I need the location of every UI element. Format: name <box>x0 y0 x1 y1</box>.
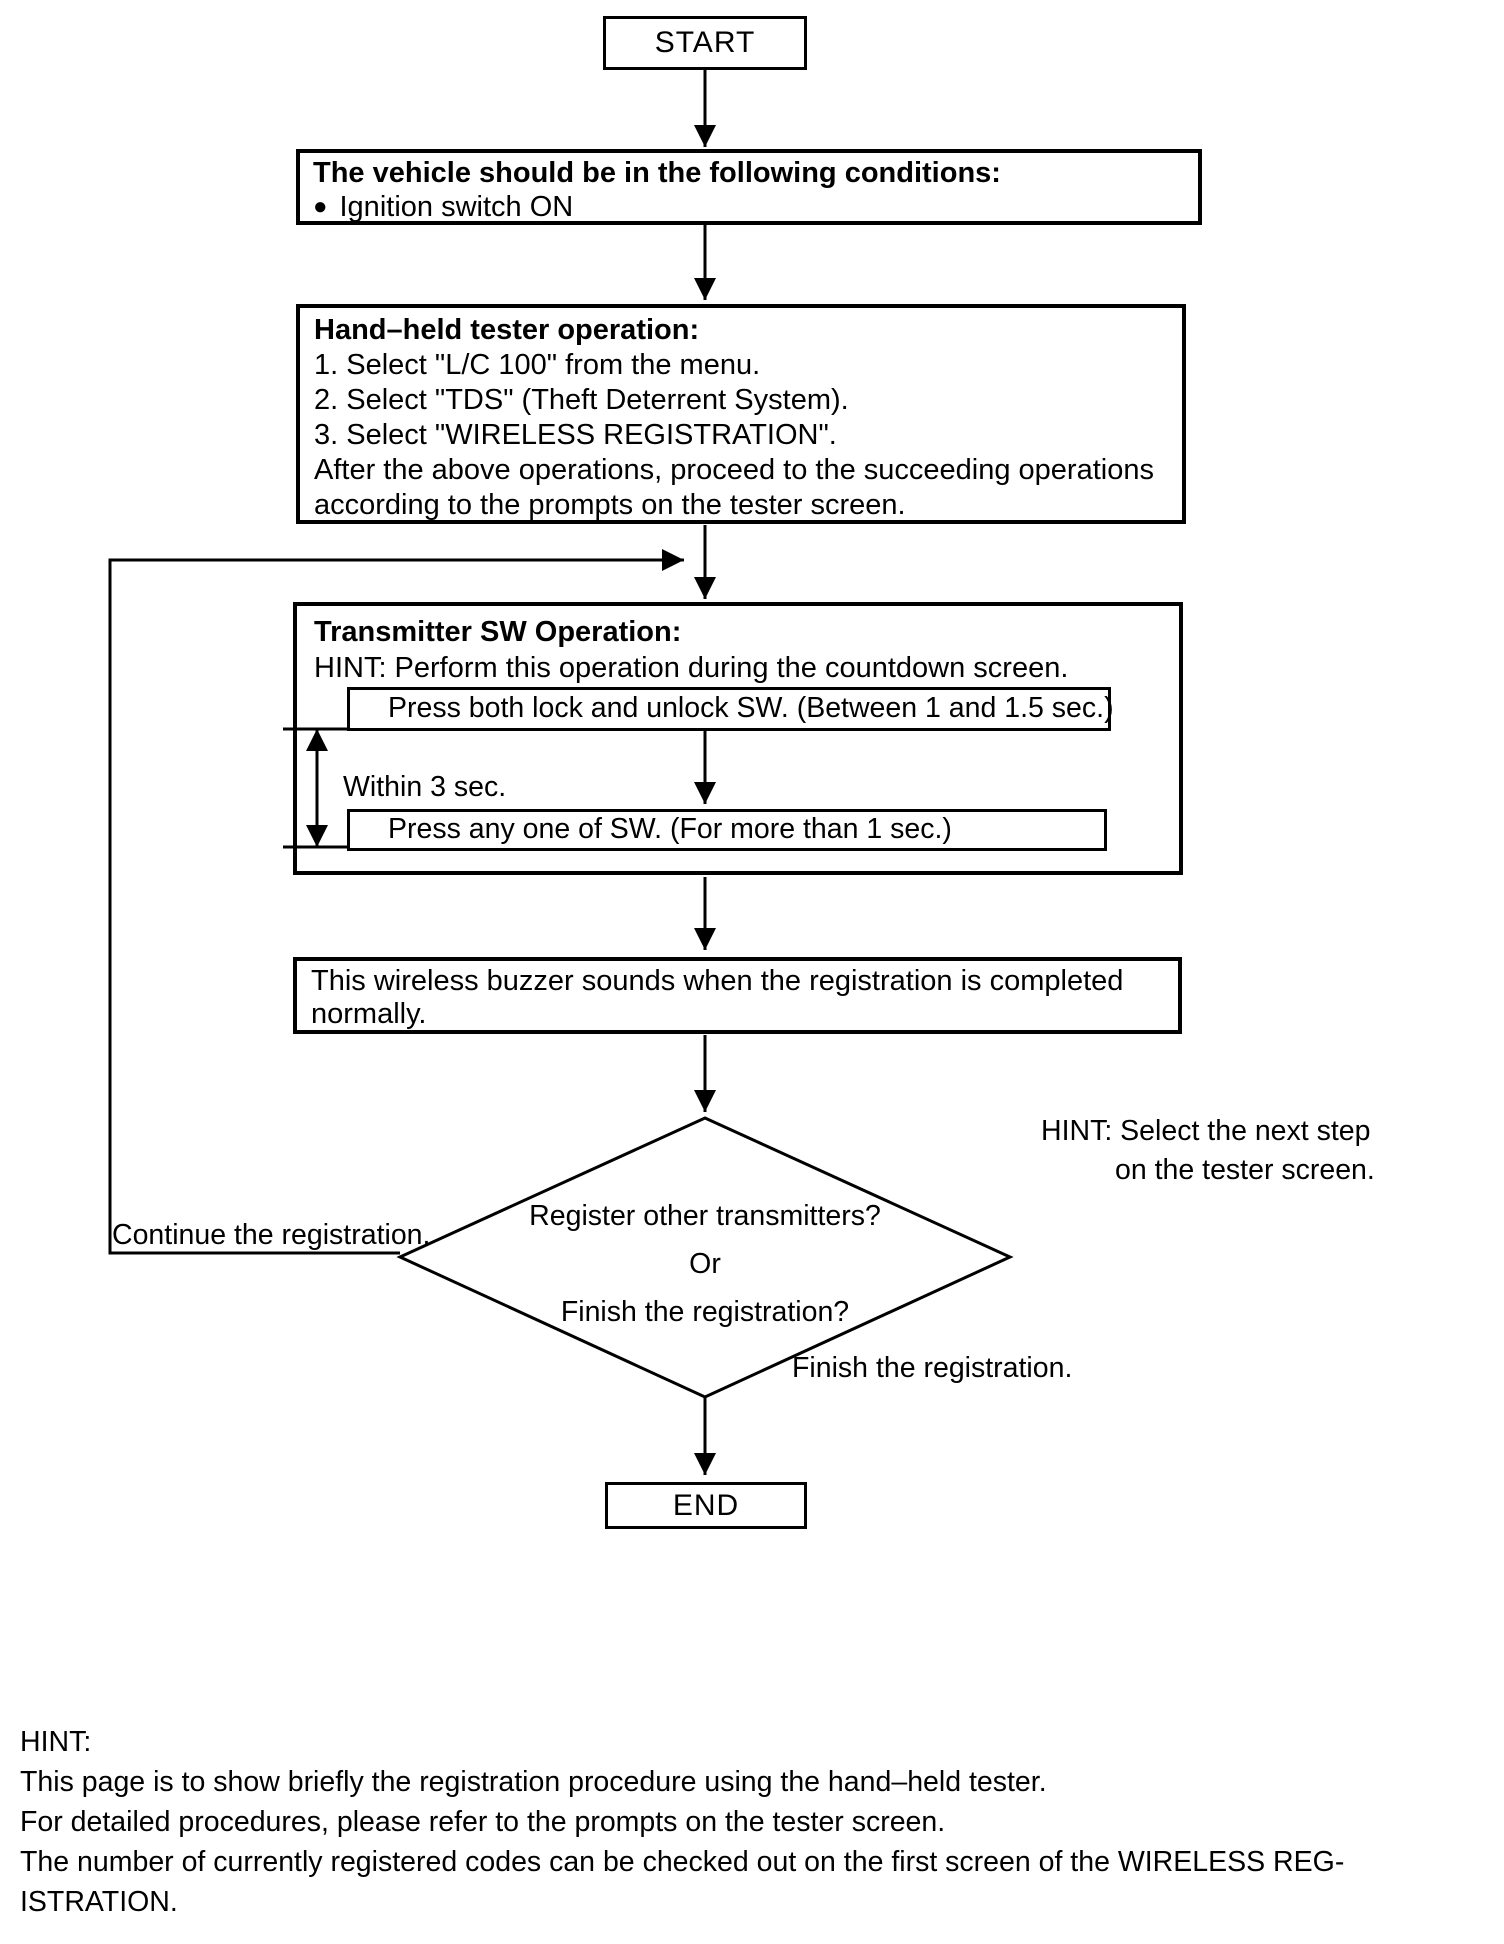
vehicle-conditions-item-text: Ignition switch ON <box>339 191 574 223</box>
decision-line-2: Or <box>689 1248 721 1280</box>
buzzer-note-line-1: This wireless buzzer sounds when the reg… <box>311 965 1124 997</box>
tester-operation-step-3: 3. Select "WIRELESS REGISTRATION". <box>314 419 837 451</box>
within-3-sec-label: Within 3 sec. <box>343 771 506 804</box>
within-3-sec-text: Within 3 sec. <box>343 771 507 803</box>
buzzer-note-line-2: normally. <box>311 998 427 1030</box>
press-both-sw-box: Press both lock and unlock SW. (Between … <box>347 687 1114 731</box>
tester-operation-title: Hand–held tester operation: <box>314 314 700 346</box>
tester-operation-step-2: 2. Select "TDS" (Theft Deterrent System)… <box>314 384 849 416</box>
loop-continue-registration-line <box>108 549 684 1255</box>
footer-line-1: This page is to show briefly the registr… <box>20 1766 1047 1798</box>
vehicle-conditions-box: The vehicle should be in the following c… <box>296 149 1202 225</box>
footer-line-3: The number of currently registered codes… <box>20 1846 1345 1878</box>
transmitter-operation-box: Transmitter SW Operation: HINT: Perform … <box>293 602 1183 875</box>
start-label: START <box>654 26 756 59</box>
decision-text: Register other transmitters? Or Finish t… <box>455 1192 955 1336</box>
continue-branch-label: Continue the registration. <box>112 1219 430 1252</box>
continue-branch-text: Continue the registration. <box>112 1219 431 1251</box>
end-label: END <box>672 1488 740 1522</box>
tester-operation-step-1: 1. Select "L/C 100" from the menu. <box>314 349 761 381</box>
press-any-sw-text: Press any one of SW. (For more than 1 se… <box>388 813 952 845</box>
buzzer-note-box: This wireless buzzer sounds when the reg… <box>293 957 1182 1034</box>
vehicle-conditions-title: The vehicle should be in the following c… <box>313 157 1001 189</box>
decision-hint-line-1: HINT: Select the next step <box>1041 1115 1371 1147</box>
tester-operation-note-line-2: according to the prompts on the tester s… <box>314 489 906 521</box>
decision-line-1: Register other transmitters? <box>529 1200 881 1232</box>
footer-hint: HINT: This page is to show briefly the r… <box>20 1722 1344 1922</box>
decision-line-3: Finish the registration? <box>560 1296 850 1328</box>
bullet-icon: ● <box>313 193 328 220</box>
press-any-sw-box: Press any one of SW. (For more than 1 se… <box>347 809 1107 851</box>
decision-hint-line-2: on the tester screen. <box>1115 1154 1375 1186</box>
press-both-sw-text: Press both lock and unlock SW. (Between … <box>388 692 1114 724</box>
tester-operation-box: Hand–held tester operation: 1. Select "L… <box>296 304 1186 524</box>
start-node: START <box>603 16 807 70</box>
footer-line-4: ISTRATION. <box>20 1886 178 1918</box>
tester-operation-note-line-1: After the above operations, proceed to t… <box>314 454 1154 486</box>
footer-line-2: For detailed procedures, please refer to… <box>20 1806 946 1838</box>
transmitter-operation-title: Transmitter SW Operation: <box>314 616 682 648</box>
footer-heading: HINT: <box>20 1726 92 1758</box>
decision-hint: HINT: Select the next step on the tester… <box>1041 1112 1375 1190</box>
transmitter-operation-hint: HINT: Perform this operation during the … <box>314 652 1069 684</box>
vehicle-conditions-item: ● Ignition switch ON <box>313 190 1185 224</box>
end-node: END <box>605 1482 807 1529</box>
finish-branch-label: Finish the registration. <box>792 1352 1072 1385</box>
finish-branch-text: Finish the registration. <box>792 1352 1073 1384</box>
